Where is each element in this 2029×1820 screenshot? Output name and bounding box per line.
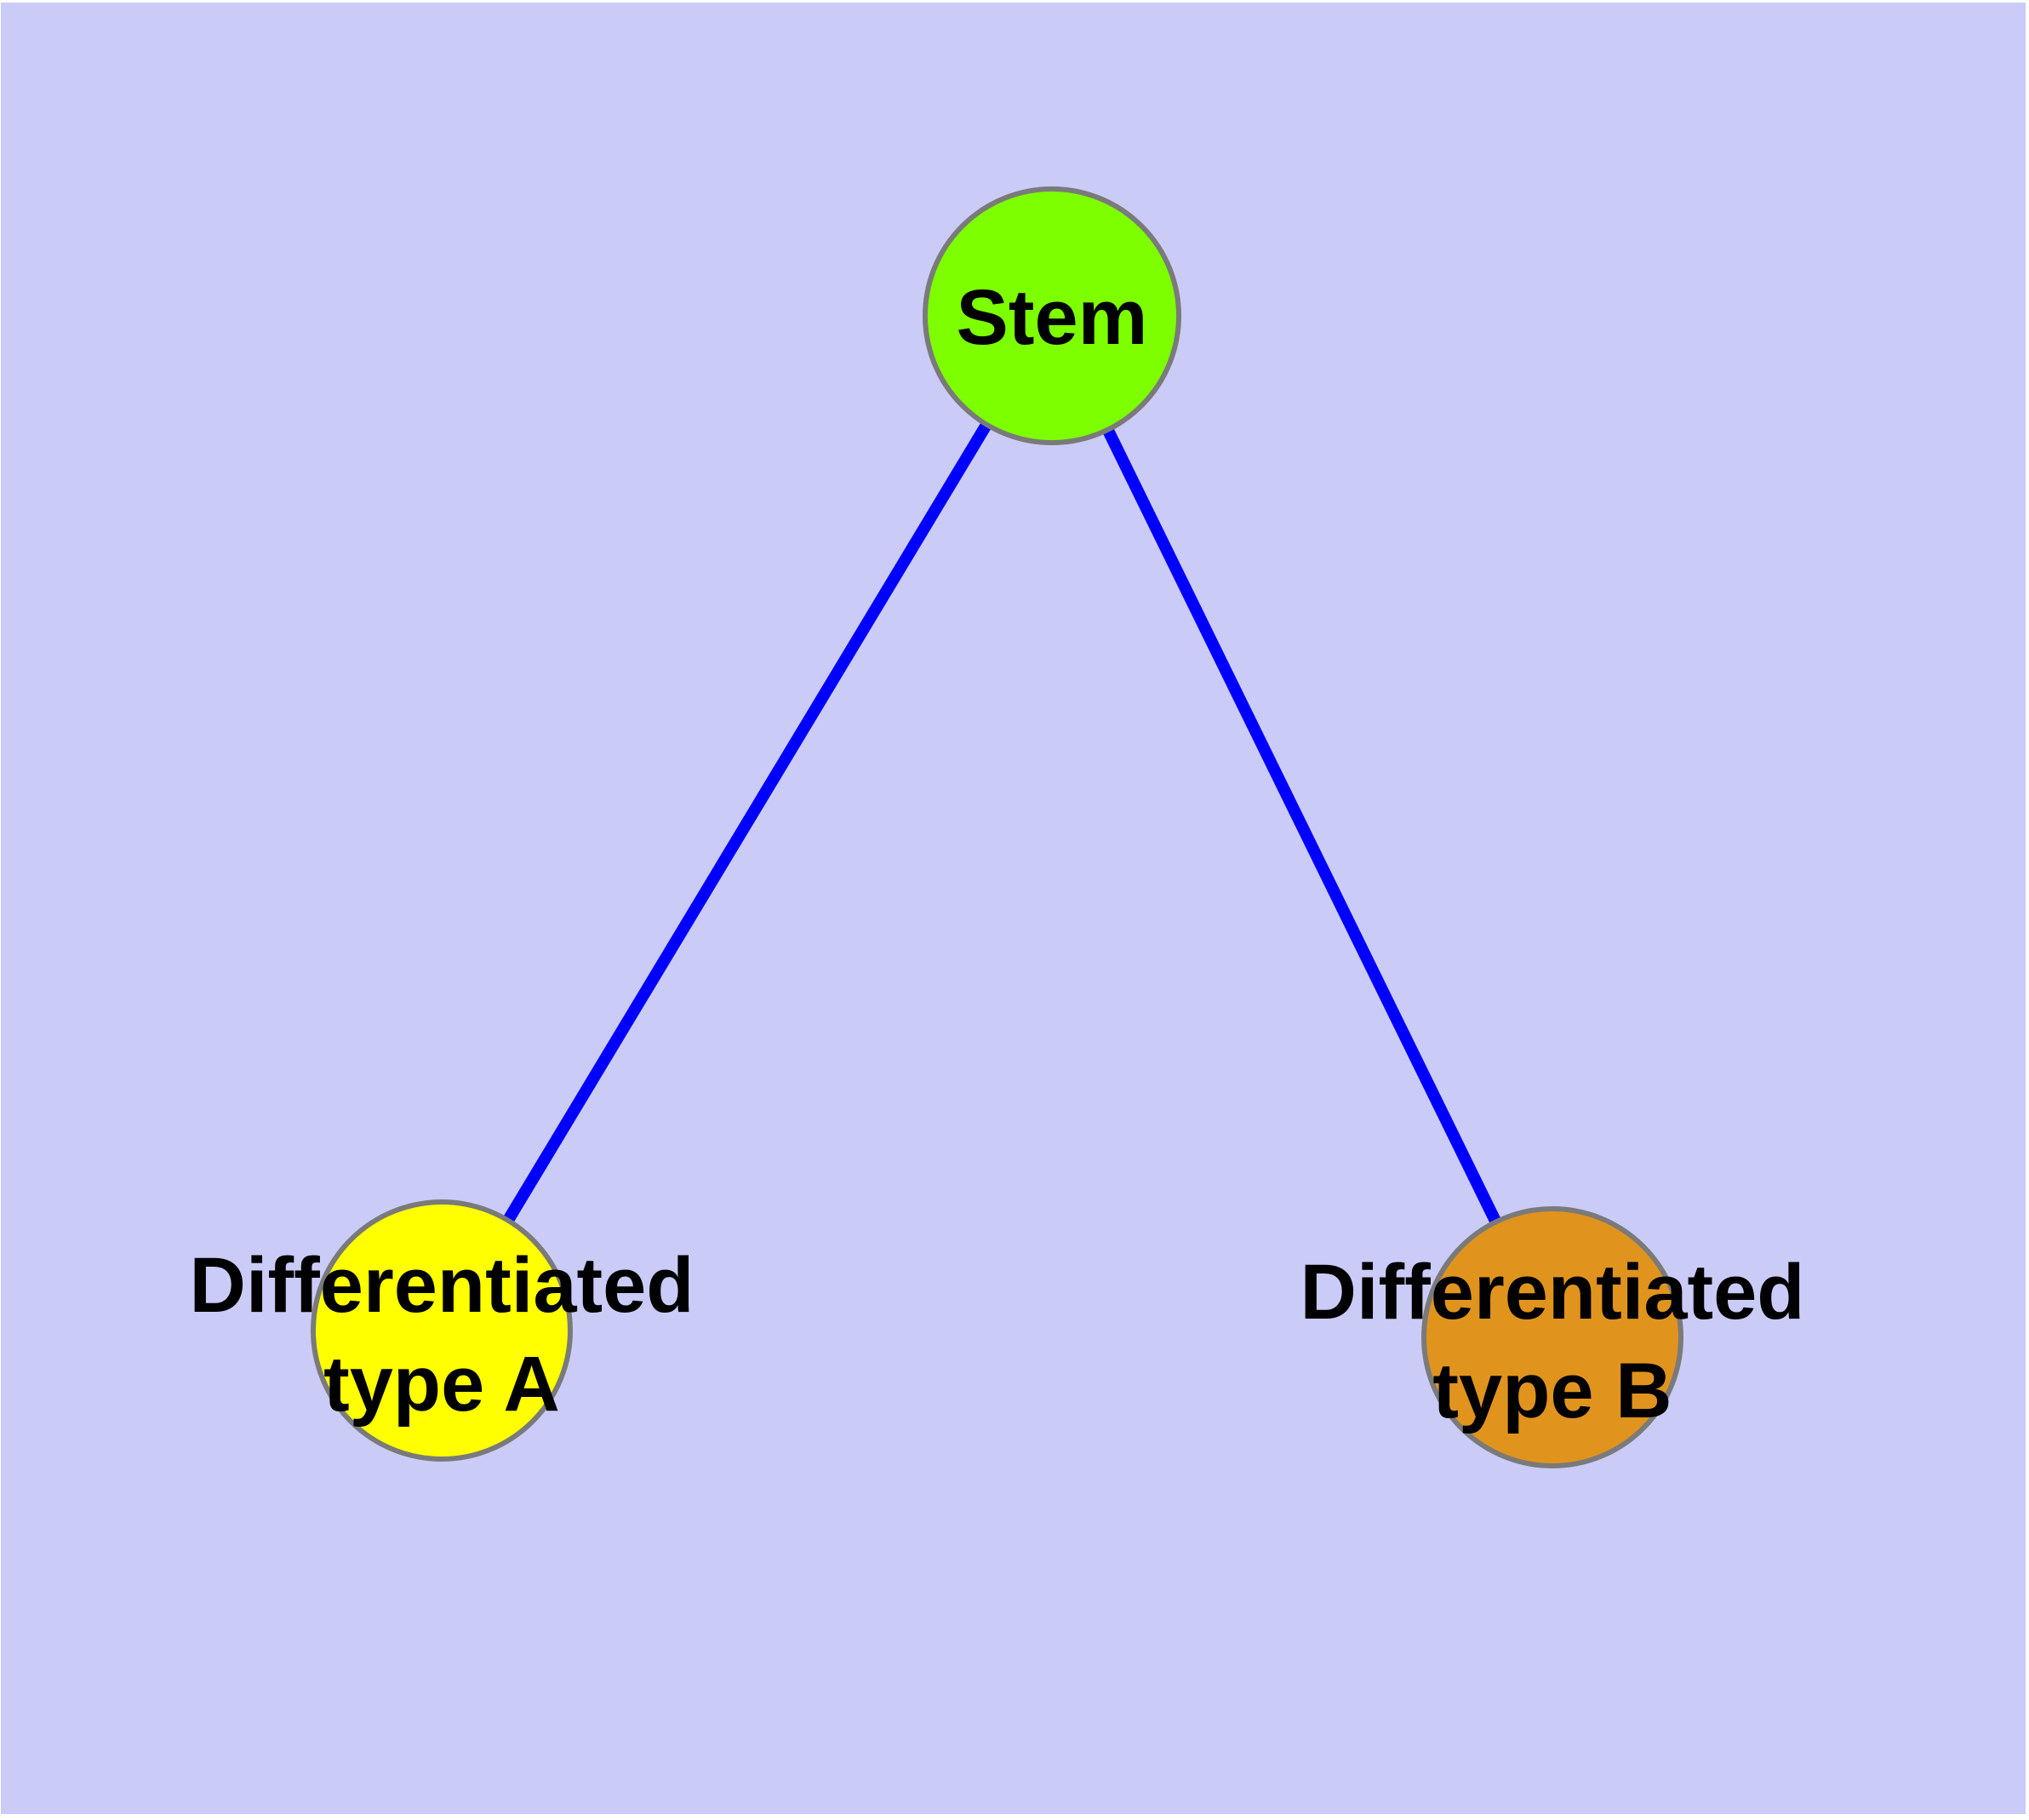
node-label-type-b-line2: type B: [1432, 1348, 1672, 1434]
node-differentiated-type-a: [311, 1199, 573, 1462]
edge-stem-to-type-b: [1046, 312, 1558, 1341]
node-stem: [923, 186, 1181, 445]
node-differentiated-type-b: [1421, 1206, 1683, 1468]
edge-stem-to-type-a: [437, 312, 1057, 1334]
node-label-type-b-line1: Differentiated: [1300, 1249, 1805, 1336]
node-label-type-a-line1: Differentiated: [190, 1242, 694, 1329]
node-label-type-a-line2: type A: [323, 1341, 560, 1428]
node-label-stem: Stem: [957, 274, 1148, 361]
